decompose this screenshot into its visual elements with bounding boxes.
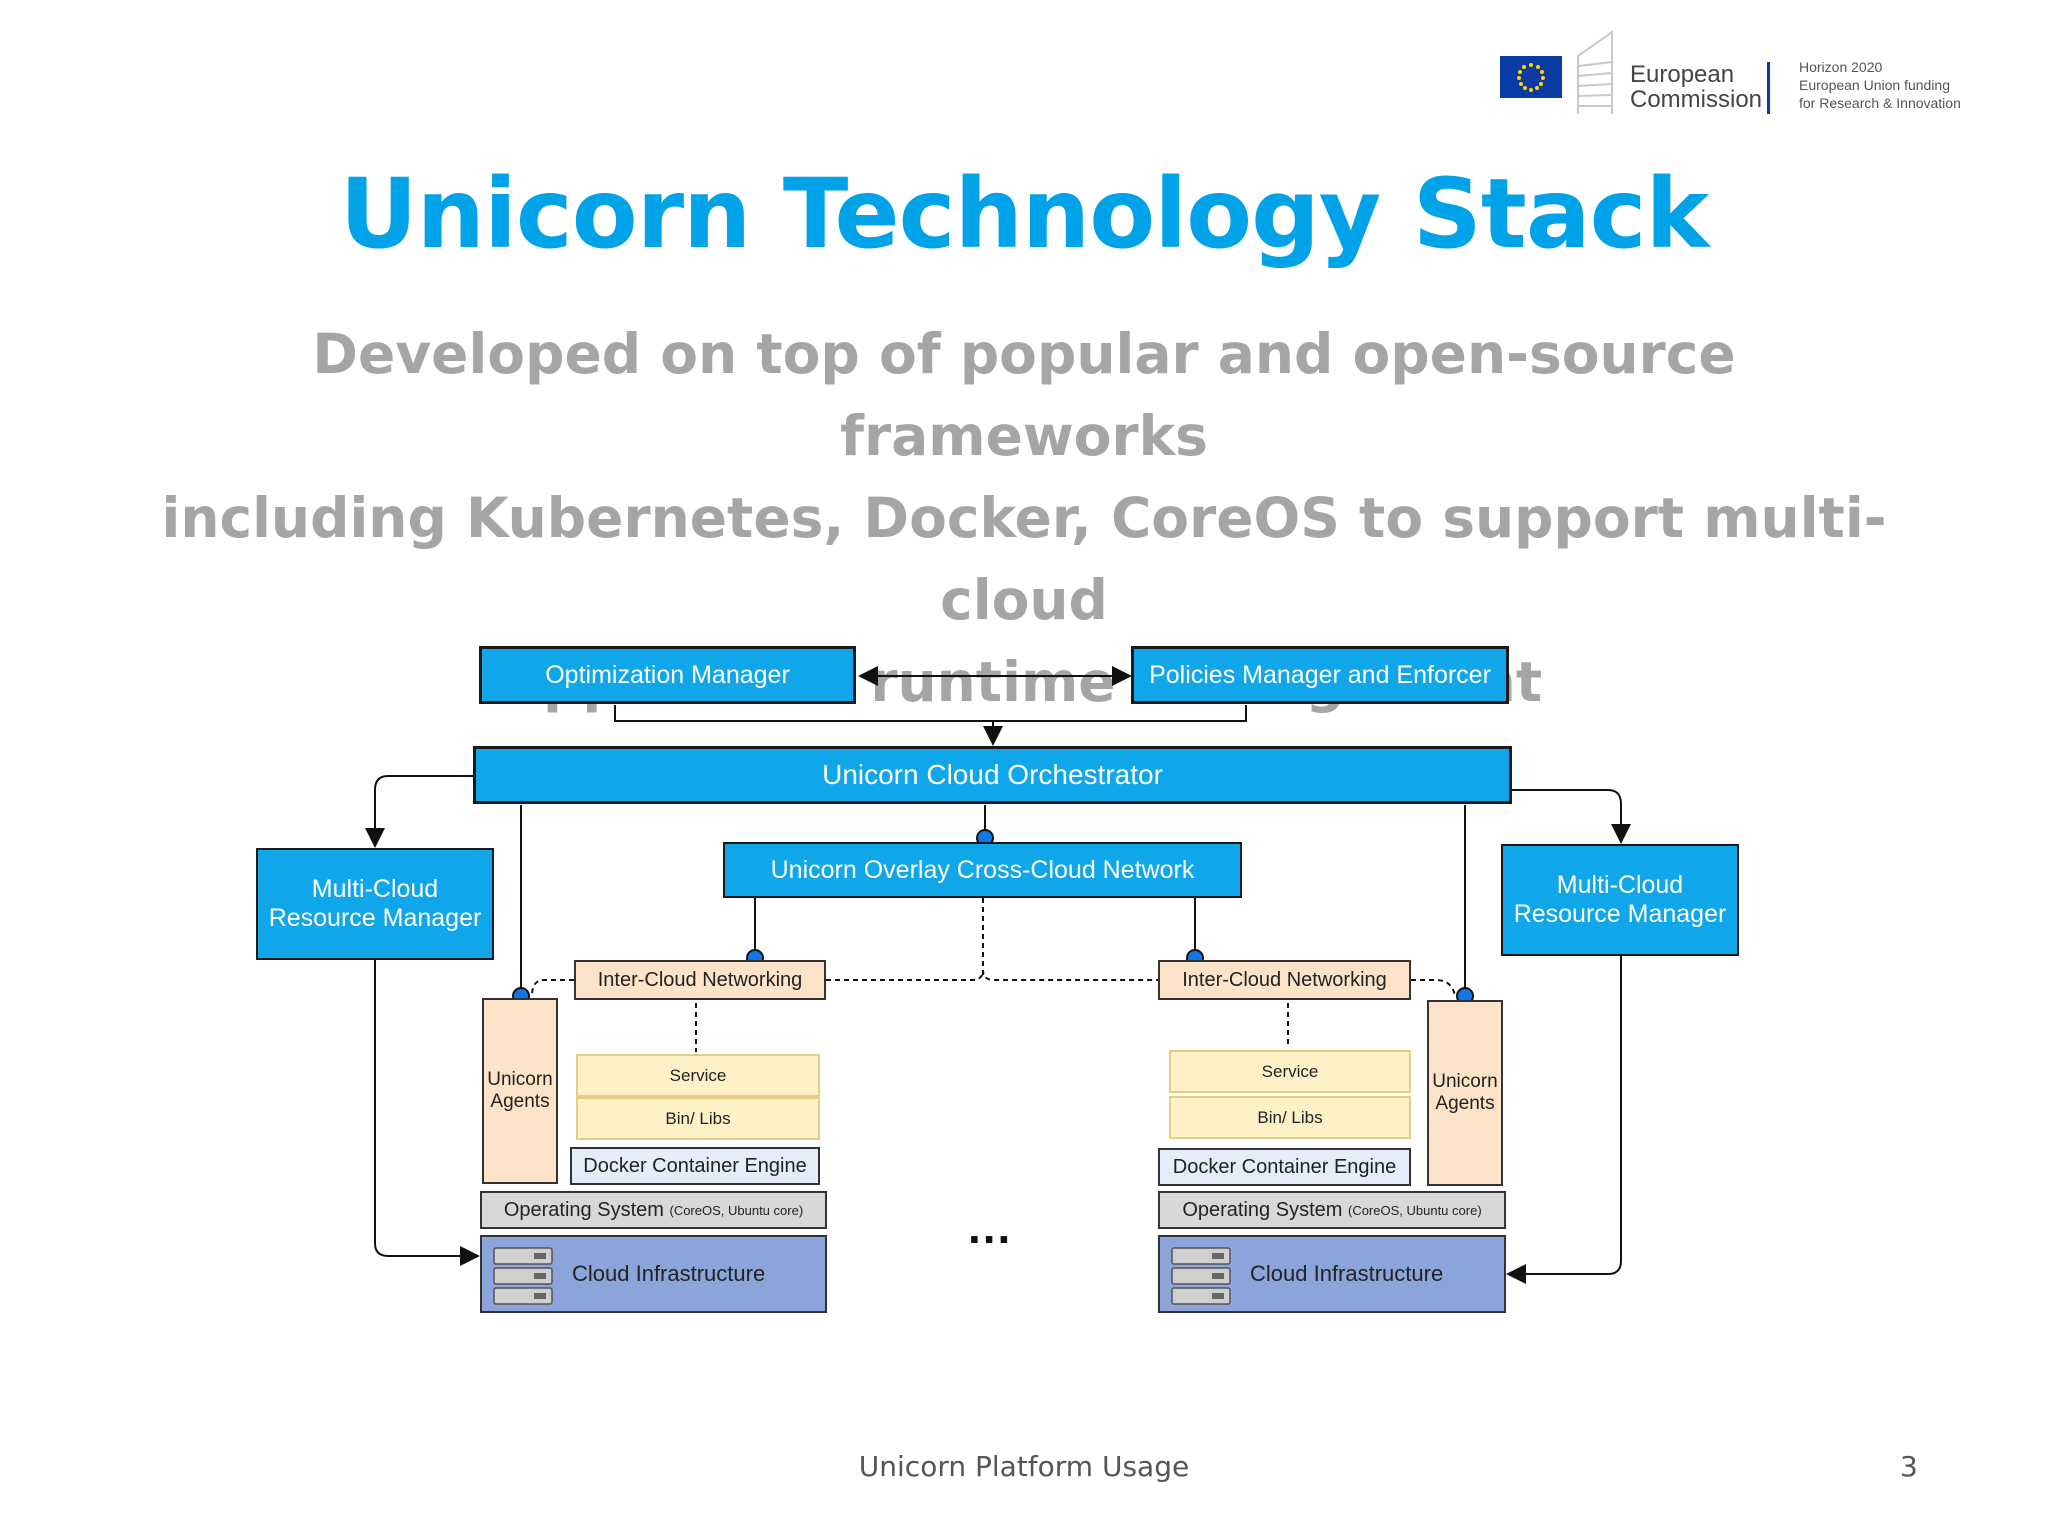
managers-to-orchestrator bbox=[614, 705, 1247, 722]
docker-engine-right: Docker Container Engine bbox=[1158, 1148, 1411, 1186]
eu-flag-icon bbox=[1500, 56, 1562, 98]
orch-to-left-rm bbox=[365, 775, 475, 848]
program-line2: European Union funding bbox=[1799, 77, 1951, 93]
logo-commission-text: European Commission bbox=[1630, 62, 1762, 112]
rm-right-line2: Resource Manager bbox=[1513, 900, 1727, 928]
commission-building-icon bbox=[1572, 26, 1620, 118]
optimization-manager: Optimization Manager bbox=[479, 646, 856, 704]
logo-line1: European bbox=[1630, 61, 1735, 88]
unicorn-agents-left: Unicorn Agents bbox=[482, 998, 558, 1184]
resource-manager-left: Multi-Cloud Resource Manager bbox=[256, 848, 494, 960]
logo-line2: Commission bbox=[1630, 86, 1763, 113]
unicorn-agents-right: Unicorn Agents bbox=[1427, 1000, 1503, 1186]
cloud-infrastructure-left: Cloud Infrastructure bbox=[480, 1235, 827, 1313]
agents-right-line1: Unicorn bbox=[1432, 1071, 1498, 1092]
page-number: 3 bbox=[1900, 1450, 1918, 1483]
service-left: Service bbox=[576, 1054, 820, 1097]
rm-right-line1: Multi-Cloud bbox=[1556, 871, 1684, 899]
server-rack-icon bbox=[493, 1247, 553, 1305]
agents-right-line2: Agents bbox=[1435, 1093, 1495, 1114]
rm-left-line2: Resource Manager bbox=[268, 904, 482, 932]
more-clouds-ellipsis: ... bbox=[968, 1201, 1013, 1253]
os-right-detail: (CoreOS, Ubuntu core) bbox=[1347, 1202, 1482, 1218]
bin-libs-right: Bin/ Libs bbox=[1169, 1096, 1411, 1139]
program-line1: Horizon 2020 bbox=[1799, 59, 1883, 75]
subtitle-line2: including Kubernetes, Docker, CoreOS to … bbox=[161, 486, 1887, 632]
operating-system-left: Operating System (CoreOS, Ubuntu core) bbox=[480, 1191, 827, 1229]
os-right-label: Operating System bbox=[1182, 1198, 1343, 1221]
footer-text: Unicorn Platform Usage bbox=[858, 1450, 1190, 1483]
os-left-label: Operating System bbox=[503, 1198, 664, 1221]
subtitle-line1: Developed on top of popular and open-sou… bbox=[312, 322, 1736, 468]
cloud-infrastructure-right: Cloud Infrastructure bbox=[1158, 1235, 1506, 1313]
service-right: Service bbox=[1169, 1050, 1411, 1093]
slide-title: Unicorn Technology Stack bbox=[339, 158, 1710, 270]
program-line3: for Research & Innovation bbox=[1799, 95, 1961, 111]
horizon-2020-text: Horizon 2020 European Union funding for … bbox=[1799, 58, 1961, 112]
agents-left-line2: Agents bbox=[490, 1091, 550, 1112]
logo-separator bbox=[1767, 62, 1770, 114]
european-commission-logo: European Commission Horizon 2020 Europea… bbox=[1462, 22, 1997, 122]
inter-cloud-networking-right: Inter-Cloud Networking bbox=[1158, 960, 1411, 1000]
docker-engine-left: Docker Container Engine bbox=[570, 1147, 820, 1185]
bin-libs-left: Bin/ Libs bbox=[576, 1097, 820, 1140]
agents-left-line1: Unicorn bbox=[487, 1069, 553, 1090]
resource-manager-right: Multi-Cloud Resource Manager bbox=[1501, 844, 1739, 956]
server-rack-icon bbox=[1171, 1247, 1231, 1305]
right-rm-to-infra bbox=[1506, 956, 1622, 1284]
infra-right-label: Cloud Infrastructure bbox=[1250, 1261, 1444, 1286]
operating-system-right: Operating System (CoreOS, Ubuntu core) bbox=[1158, 1191, 1506, 1229]
policies-manager: Policies Manager and Enforcer bbox=[1131, 646, 1509, 704]
infra-left-label: Cloud Infrastructure bbox=[572, 1261, 766, 1286]
left-rm-to-infra bbox=[374, 960, 480, 1266]
inter-cloud-networking-left: Inter-Cloud Networking bbox=[574, 960, 826, 1000]
os-left-detail: (CoreOS, Ubuntu core) bbox=[669, 1202, 804, 1218]
orch-to-right-rm bbox=[1510, 789, 1631, 844]
overlay-network: Unicorn Overlay Cross-Cloud Network bbox=[723, 842, 1242, 898]
rm-left-line1: Multi-Cloud bbox=[311, 875, 439, 903]
cloud-orchestrator: Unicorn Cloud Orchestrator bbox=[473, 746, 1512, 804]
